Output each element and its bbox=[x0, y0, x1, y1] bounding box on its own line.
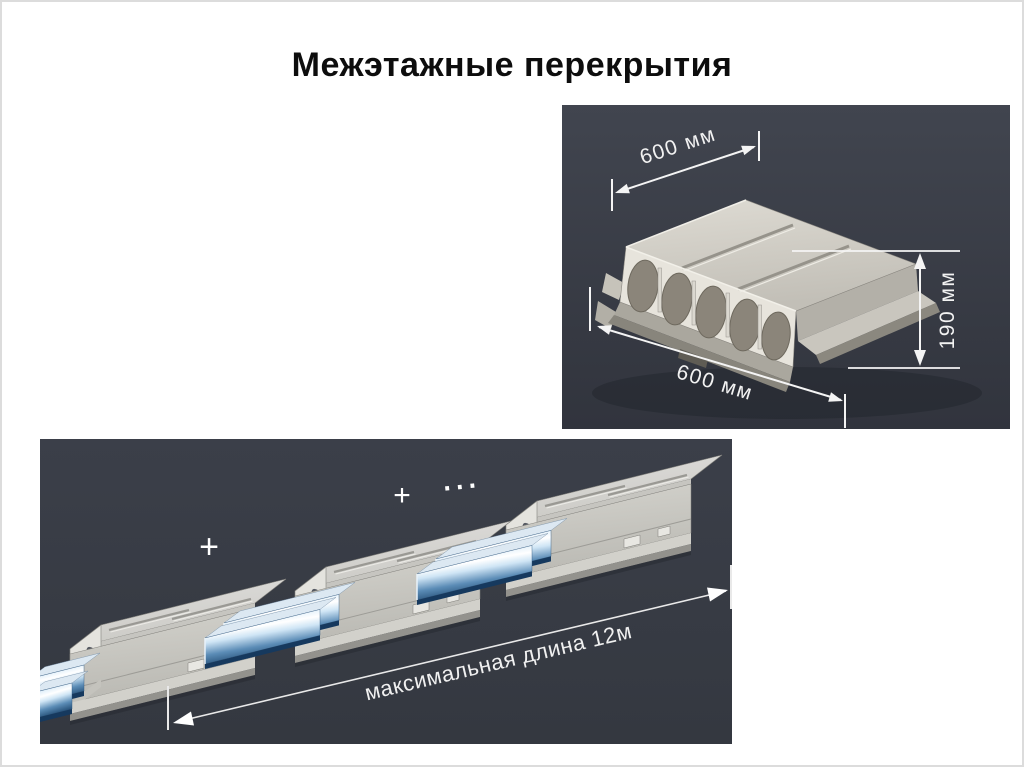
ellipsis: … bbox=[436, 452, 482, 500]
dimension-arrow-icon bbox=[828, 392, 843, 402]
block-shadow bbox=[592, 367, 982, 419]
tie-rods bbox=[657, 267, 762, 350]
page-title: Межэтажные перекрытия bbox=[291, 46, 733, 84]
dimension-arrow-icon bbox=[597, 325, 612, 335]
dimension-arrow-icon bbox=[741, 145, 756, 156]
plus-sign-1: + bbox=[199, 528, 219, 566]
slab-photo-figure: 600 мм 190 мм 600 мм bbox=[562, 105, 1010, 429]
top-grooves bbox=[681, 223, 852, 293]
dimension-arrow-icon bbox=[615, 183, 630, 194]
steel-beams-left-edge bbox=[40, 652, 101, 722]
plus-sign-2: + bbox=[393, 479, 411, 512]
assembly-svg: + + … максимальная длина 12м bbox=[40, 439, 732, 744]
dim-height-label: 190 мм bbox=[936, 271, 959, 350]
core-openings bbox=[627, 259, 791, 361]
assembly-figure: + + … максимальная длина 12м bbox=[40, 439, 732, 744]
dimension-arrow-icon bbox=[173, 711, 194, 726]
dimension-arrow-icon bbox=[707, 587, 728, 602]
dimension-arrow-icon bbox=[914, 253, 926, 269]
slab-photo-svg: 600 мм 190 мм 600 мм bbox=[562, 105, 1010, 429]
dim-height-right: 190 мм bbox=[792, 250, 960, 369]
dimension-arrow-icon bbox=[914, 350, 926, 366]
hollow-core-slab-block bbox=[595, 199, 940, 392]
